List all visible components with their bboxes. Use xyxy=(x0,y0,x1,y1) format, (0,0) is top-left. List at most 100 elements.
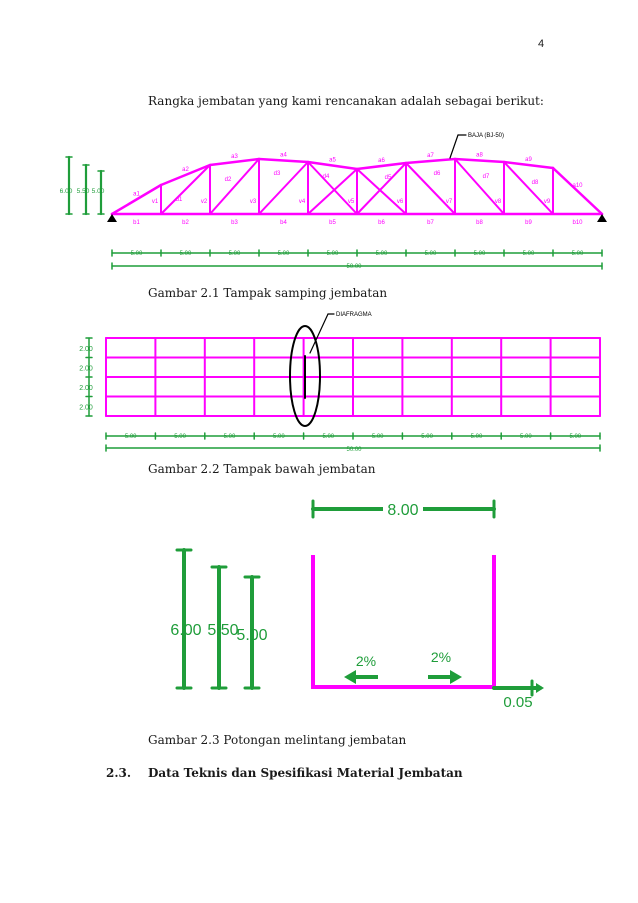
material-label: BAJA (BJ-50) xyxy=(468,133,504,139)
segment-label: 5.00 xyxy=(421,434,433,440)
caption-fig-2-2: Gambar 2.2 Tampak bawah jembatan xyxy=(148,462,376,476)
segment-label: 5.00 xyxy=(322,434,334,440)
top-chord-member xyxy=(306,160,359,171)
top-chord-member xyxy=(110,183,163,216)
diagonal-member xyxy=(356,162,407,215)
slope-label-right: 2% xyxy=(431,649,451,665)
segment-label: 5.00 xyxy=(523,251,535,257)
label-bottom-chord: b6 xyxy=(378,220,385,226)
segment-label: 5.00 xyxy=(520,434,532,440)
diagonal-member xyxy=(503,161,554,215)
material-leader xyxy=(449,134,459,159)
label-bottom-chord: b7 xyxy=(427,220,434,226)
segment-label: 5.00 xyxy=(278,251,290,257)
slope-arrow-left xyxy=(344,670,378,684)
segment-label: 5.00 xyxy=(224,434,236,440)
label-top-chord: a2 xyxy=(182,167,189,173)
segment-label: 5.00 xyxy=(174,434,186,440)
deck-section xyxy=(311,555,496,689)
label-bottom-chord: b10 xyxy=(572,220,583,226)
label-vertical: v8 xyxy=(495,199,502,205)
label-bottom-chord: b8 xyxy=(476,220,483,226)
segment-label: 5.00 xyxy=(425,251,437,257)
height-label: 5.00 xyxy=(236,627,267,644)
diagonal-member xyxy=(160,164,211,215)
top-chord-member xyxy=(257,157,310,164)
width-label: 2.00 xyxy=(79,346,93,353)
label-bottom-chord: b5 xyxy=(329,220,336,226)
diagonal-member xyxy=(356,168,407,215)
label-vertical: v7 xyxy=(446,199,453,205)
diagonal-member xyxy=(307,161,358,215)
diagonal-member xyxy=(258,161,309,215)
diagonal-member xyxy=(454,158,505,215)
slope-label-left: 2% xyxy=(356,653,376,669)
segment-label: 5.00 xyxy=(569,434,581,440)
thickness-arrow xyxy=(536,683,544,693)
intro-paragraph: Rangka jembatan yang kami rencanakan ada… xyxy=(148,94,544,108)
height-label: 5.00 xyxy=(92,188,105,195)
label-vertical: v5 xyxy=(348,199,355,205)
top-chord-member xyxy=(453,157,506,164)
top-chord-member xyxy=(502,160,555,170)
label-top-chord: a1 xyxy=(133,192,140,198)
top-chord-member xyxy=(551,166,604,216)
segment-label: 5.00 xyxy=(131,251,143,257)
segment-label: 5.00 xyxy=(180,251,192,257)
width-label: 8.00 xyxy=(387,502,418,519)
label-diagonal: d7 xyxy=(483,174,490,180)
diagonal-member xyxy=(209,158,260,215)
total-label: 50.00 xyxy=(346,447,362,453)
label-top-chord: a5 xyxy=(329,158,336,164)
label-diagonal: d5 xyxy=(385,175,392,181)
label-vertical: v3 xyxy=(250,199,257,205)
label-diagonal: d2 xyxy=(225,177,232,183)
diagonal-member xyxy=(405,162,456,215)
label-vertical: v6 xyxy=(397,199,404,205)
label-vertical: v2 xyxy=(201,199,208,205)
label-diagonal: d4 xyxy=(323,174,330,180)
label-bottom-chord: b2 xyxy=(182,220,189,226)
top-chord-member xyxy=(355,161,408,171)
label-top-chord: a10 xyxy=(572,183,583,189)
caption-fig-2-1: Gambar 2.1 Tampak samping jembatan xyxy=(148,286,388,300)
width-label: 2.00 xyxy=(79,404,93,411)
label-diagonal: d3 xyxy=(274,171,281,177)
width-label-bg xyxy=(383,500,423,518)
label-top-chord: a4 xyxy=(280,153,287,159)
top-chord-member xyxy=(208,157,261,167)
width-label: 2.00 xyxy=(79,365,93,372)
height-label: 6.00 xyxy=(60,188,73,195)
diaphragm-leader xyxy=(309,313,329,354)
height-label: 6.00 xyxy=(170,622,201,639)
label-bottom-chord: b1 xyxy=(133,220,140,226)
label-top-chord: a8 xyxy=(476,153,483,159)
section-title: Data Teknis dan Spesifikasi Material Jem… xyxy=(148,766,463,780)
segment-label: 5.00 xyxy=(372,434,384,440)
label-top-chord: a6 xyxy=(378,158,385,164)
diaphragm-highlight xyxy=(289,325,321,427)
label-top-chord: a9 xyxy=(525,157,532,163)
section-number: 2.3. xyxy=(106,766,132,780)
segment-label: 5.00 xyxy=(471,434,483,440)
label-top-chord: a3 xyxy=(231,154,238,160)
segment-label: 5.00 xyxy=(125,434,137,440)
diaphragm-label: DIAFRAGMA xyxy=(336,312,372,318)
section-heading: 2.3. Data Teknis dan Spesifikasi Materia… xyxy=(106,766,463,780)
label-bottom-chord: b3 xyxy=(231,220,238,226)
top-chord-member xyxy=(404,157,457,165)
thickness-label: 0.05 xyxy=(503,694,532,711)
label-diagonal: d8 xyxy=(532,180,539,186)
page-number: 4 xyxy=(538,38,545,50)
label-vertical: v1 xyxy=(152,199,159,205)
right-support xyxy=(597,214,607,222)
segment-label: 5.00 xyxy=(474,251,486,257)
label-vertical: v4 xyxy=(299,199,306,205)
segment-label: 5.00 xyxy=(327,251,339,257)
label-vertical: v9 xyxy=(544,199,551,205)
left-support xyxy=(107,214,117,222)
label-diagonal: d6 xyxy=(434,171,441,177)
